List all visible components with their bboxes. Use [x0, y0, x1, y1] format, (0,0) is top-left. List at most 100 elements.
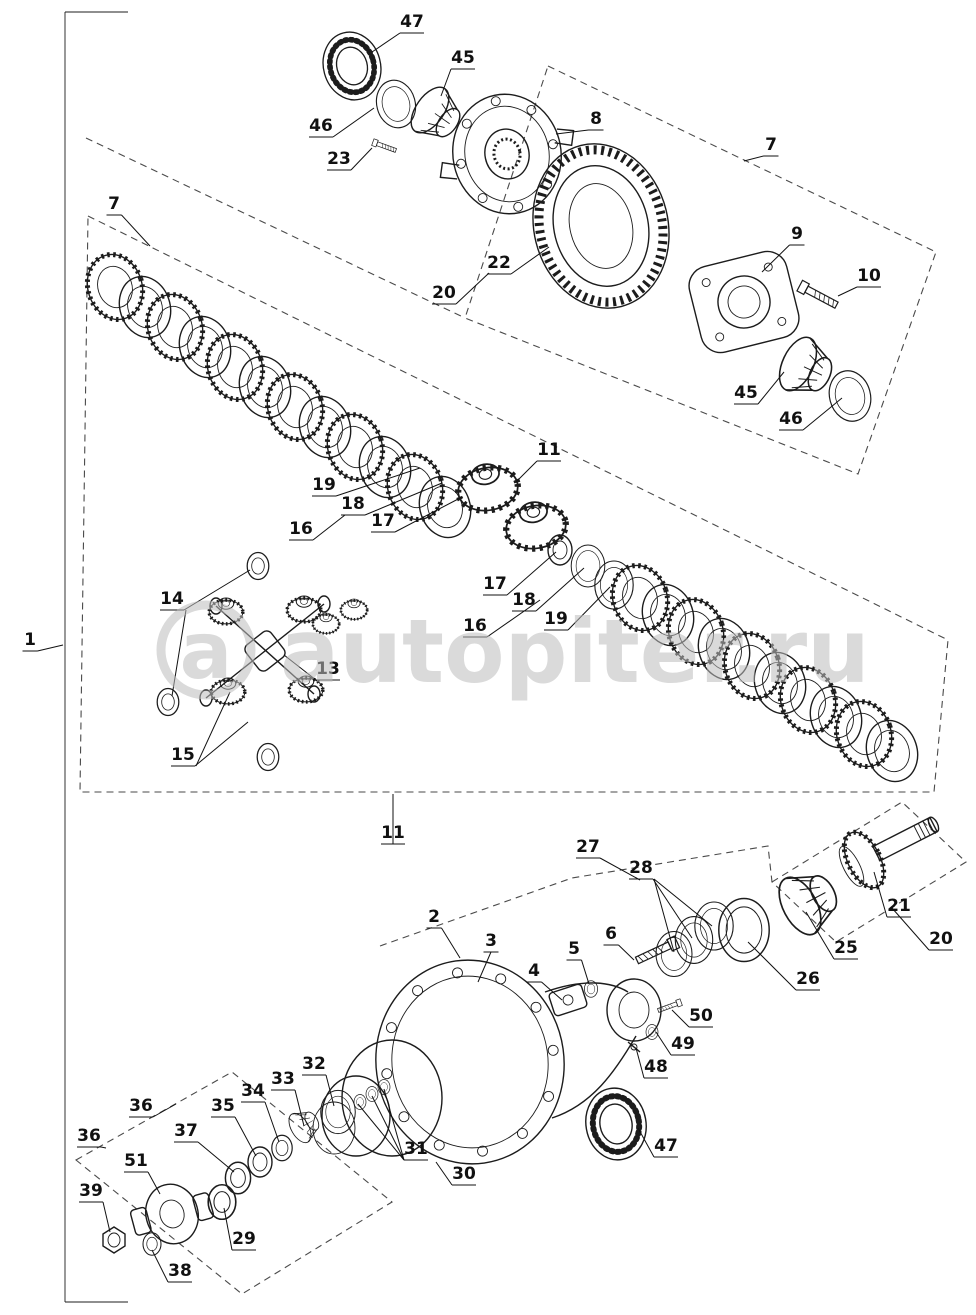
seal-37 — [224, 1161, 252, 1195]
shim-31 — [353, 1094, 367, 1110]
callout-7: 7 — [106, 194, 151, 247]
callout-36: 36 — [129, 1096, 177, 1118]
callout-35: 35 — [211, 1096, 257, 1157]
svg-text:15: 15 — [171, 745, 195, 765]
washer-38 — [142, 1232, 162, 1256]
svg-text:33: 33 — [271, 1069, 295, 1089]
callout-32: 32 — [302, 1054, 335, 1107]
svg-text:23: 23 — [327, 149, 351, 169]
svg-text:5: 5 — [568, 939, 580, 959]
callout-47: 47 — [371, 12, 424, 53]
callout-22: 22 — [487, 246, 550, 275]
callout-4: 4 — [526, 961, 563, 1001]
callout-3: 3 — [477, 931, 499, 983]
svg-text:35: 35 — [211, 1096, 235, 1116]
callout-34: 34 — [241, 1081, 280, 1143]
side-gear-11 — [454, 459, 521, 515]
plate-18 — [570, 544, 606, 588]
svg-text:47: 47 — [400, 12, 424, 32]
callout-45: 45 — [440, 48, 475, 97]
callout-38: 38 — [151, 1249, 192, 1283]
svg-text:46: 46 — [309, 116, 333, 136]
callout-31: 31 — [371, 1095, 428, 1161]
svg-text:31: 31 — [404, 1139, 428, 1159]
callout-5: 5 — [566, 939, 590, 985]
callout-46: 46 — [309, 107, 375, 138]
seal-ring-28 — [694, 901, 734, 951]
callout-leader-line — [383, 1088, 405, 1161]
thrust-washer-14 — [256, 742, 280, 772]
svg-text:4: 4 — [528, 961, 540, 981]
callout-29: 29 — [223, 1207, 256, 1251]
callout-36: 36 — [77, 1126, 107, 1149]
svg-text:46: 46 — [779, 409, 803, 429]
svg-text:16: 16 — [463, 616, 487, 636]
svg-text:36: 36 — [129, 1096, 153, 1116]
svg-text:13: 13 — [316, 659, 340, 679]
group-boundary-carrier — [379, 845, 773, 947]
svg-text:50: 50 — [689, 1006, 713, 1026]
svg-text:17: 17 — [371, 511, 395, 531]
callout-20: 20 — [891, 907, 953, 951]
group-boundary-left — [85, 137, 466, 319]
svg-text:20: 20 — [929, 929, 953, 949]
svg-text:17: 17 — [483, 574, 507, 594]
callout-48: 48 — [635, 1047, 668, 1079]
clutch-plate-stack-upper — [79, 247, 480, 545]
svg-text:10: 10 — [857, 266, 881, 286]
taper-bearing-25 — [769, 860, 849, 943]
callout-17: 17 — [371, 496, 463, 533]
callout-1: 1 — [22, 630, 64, 652]
svg-text:32: 32 — [302, 1054, 326, 1074]
svg-text:49: 49 — [671, 1034, 695, 1054]
svg-text:20: 20 — [432, 283, 456, 303]
bolt-23 — [371, 138, 398, 155]
watermark-text: autopiter.ru — [280, 600, 870, 703]
callout-6: 6 — [603, 924, 635, 961]
callout-20: 20 — [432, 272, 490, 305]
svg-text:16: 16 — [289, 519, 313, 539]
callout-layer: 4745462387222091045467111191817161718191… — [22, 12, 953, 1283]
seal-ring-28 — [674, 916, 714, 964]
washer-35 — [247, 1146, 273, 1178]
callout-50: 50 — [671, 1006, 713, 1028]
callout-10: 10 — [837, 266, 881, 297]
washer-17 — [547, 534, 573, 566]
callout-26: 26 — [747, 941, 820, 991]
group-boundary-20-pinion — [771, 801, 967, 943]
callout-9: 9 — [761, 224, 805, 273]
callout-8: 8 — [555, 109, 604, 135]
callout-13: 13 — [283, 654, 340, 681]
svg-text:28: 28 — [629, 858, 653, 878]
group-boundary-36-flange — [75, 1071, 393, 1295]
svg-text:34: 34 — [241, 1081, 265, 1101]
svg-text:45: 45 — [734, 383, 758, 403]
callout-30: 30 — [435, 1161, 476, 1186]
svg-text:30: 30 — [452, 1164, 476, 1184]
callout-18: 18 — [341, 482, 443, 516]
svg-text:38: 38 — [168, 1261, 192, 1281]
ring-34 — [271, 1134, 293, 1162]
callout-47: 47 — [637, 1127, 678, 1158]
svg-text:29: 29 — [232, 1229, 256, 1249]
svg-text:11: 11 — [381, 823, 405, 843]
taper-bearing-45-right — [771, 330, 842, 406]
yoke-flange-51 — [129, 1183, 215, 1245]
svg-text:26: 26 — [796, 969, 820, 989]
svg-text:21: 21 — [887, 896, 911, 916]
callout-19: 19 — [544, 586, 611, 631]
svg-text:18: 18 — [512, 590, 536, 610]
svg-text:39: 39 — [79, 1181, 103, 1201]
svg-text:14: 14 — [160, 589, 184, 609]
callout-27: 27 — [576, 837, 641, 881]
callout-37: 37 — [174, 1121, 235, 1173]
callout-51: 51 — [124, 1151, 161, 1195]
svg-text:25: 25 — [834, 938, 858, 958]
side-gear-11 — [502, 497, 569, 553]
callout-leader-line — [653, 878, 713, 927]
bolt-10 — [796, 279, 840, 312]
ring-46-right — [823, 365, 877, 427]
shim-31 — [365, 1086, 379, 1102]
